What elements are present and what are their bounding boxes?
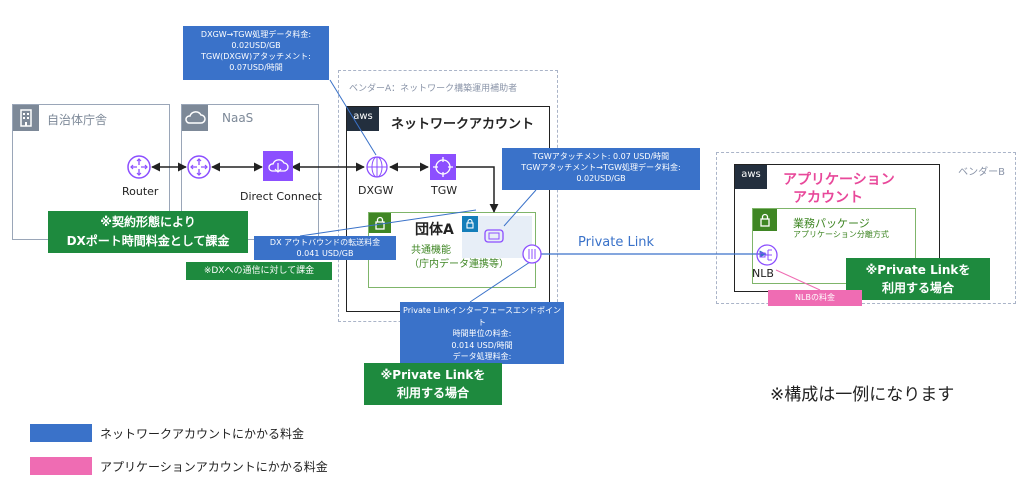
callout-privatelink-case-2-line2: 利用する場合 xyxy=(881,281,954,295)
direct-connect-icon xyxy=(263,151,293,181)
router-icon xyxy=(127,155,151,179)
callout-contract: ※契約形態により DXポート時間料金として課金 xyxy=(48,211,248,253)
app-account-group: aws アプリケーション アカウント xyxy=(734,164,940,292)
network-account-label: ネットワークアカウント xyxy=(391,117,535,132)
router-label: Router xyxy=(122,185,159,198)
gyomu-label-1: 業務パッケージ xyxy=(793,217,870,230)
callout-dx-comm-text: ※DXへの通信に対して課金 xyxy=(203,266,315,276)
pointer-dxgw xyxy=(329,79,377,156)
nlb-icon xyxy=(756,244,778,266)
private-link-label: Private Link xyxy=(578,235,655,250)
callout-dx-outbound: DX アウトバウンドの転送料金 0.041 USD/GB xyxy=(254,236,396,260)
building-icon xyxy=(13,105,39,131)
pointer-nlb xyxy=(775,269,821,291)
nlb-label: NLB xyxy=(752,267,774,280)
privatelink-endpoint-icon xyxy=(522,244,542,264)
callout-privatelink-case-1: ※Private Linkを 利用する場合 xyxy=(364,363,502,405)
callout-privatelink-case-2: ※Private Linkを 利用する場合 xyxy=(846,258,990,300)
app-account-label-1: アプリケーション xyxy=(783,172,895,188)
dantai-a-label: 団体A xyxy=(415,222,454,238)
jichitai-label: 自治体庁舎 xyxy=(47,113,108,127)
pointer-dx-out xyxy=(299,209,477,237)
callout-dx-outbound-line1: DX アウトバウンドの転送料金 xyxy=(269,238,381,247)
callout-dxgw-tgw: DXGW→TGW処理データ料金: 0.02USD/GB TGW(DXGW)アタッ… xyxy=(183,26,329,80)
callout-endpoint-line3: 0.014 USD/時間 xyxy=(451,340,513,350)
callout-privatelink-case-1-line2: 利用する場合 xyxy=(396,386,469,400)
callout-nlb-fee-text: NLBの料金 xyxy=(795,293,835,302)
callout-contract-line2: DXポート時間料金として課金 xyxy=(66,234,230,248)
gyomu-lock-icon xyxy=(753,209,777,231)
callout-endpoint-line1: Private Linkインターフェースエンドポイント xyxy=(403,306,561,327)
naas-label: NaaS xyxy=(222,111,254,125)
callout-endpoint-line2: 時間単位の料金: xyxy=(452,329,512,338)
dxgw-icon xyxy=(366,156,388,178)
callout-dxgw-tgw-line1: DXGW→TGW処理データ料金: xyxy=(200,30,312,39)
network-account-group: aws ネットワークアカウント xyxy=(346,106,550,312)
kyotsu-label-1: 共通機能 xyxy=(411,245,451,256)
callout-dx-comm: ※DXへの通信に対して課金 xyxy=(186,262,332,280)
vpc-lock-icon xyxy=(369,213,391,233)
callout-dxgw-tgw-line3: TGW(DXGW)アタッチメント: xyxy=(201,52,311,61)
callout-tgw-attachment-line1: TGWアタッチメント: 0.07 USD/時間 xyxy=(532,152,670,161)
pointer-endpoint xyxy=(469,261,531,303)
aws-logo-icon: aws xyxy=(347,107,379,131)
legend-pink-label: アプリケーションアカウントにかかる料金 xyxy=(100,460,328,474)
callout-tgw-attachment-line3: 0.02USD/GB xyxy=(576,174,626,183)
callout-dxgw-tgw-line2: 0.02USD/GB xyxy=(231,41,281,50)
dxgw-label: DXGW xyxy=(358,184,394,197)
callout-nlb-fee: NLBの料金 xyxy=(768,290,862,306)
callout-dxgw-tgw-line4: 0.07USD/時間 xyxy=(229,63,283,72)
vendor-b-label: ベンダーB xyxy=(958,167,1005,178)
direct-connect-label: Direct Connect xyxy=(240,190,322,203)
app-account-label-2: アカウント xyxy=(793,190,863,206)
legend-blue-label: ネットワークアカウントにかかる料金 xyxy=(100,427,305,441)
legend-pink-swatch xyxy=(30,457,92,475)
pointer-tgw-attach xyxy=(503,189,537,227)
naas-group: NaaS xyxy=(181,104,319,240)
aws-logo-icon-2: aws xyxy=(735,165,767,189)
aws-logo-text-2: aws xyxy=(741,169,761,180)
callout-endpoint-line4: データ処理料金: xyxy=(452,352,512,361)
callout-privatelink-case-2-line1: ※Private Linkを xyxy=(865,263,971,277)
callout-dx-outbound-line2: 0.041 USD/GB xyxy=(296,249,354,258)
tgw-label: TGW xyxy=(431,184,458,197)
vendor-a-label: ベンダーA：ネットワーク構築運用補助者 xyxy=(349,84,518,94)
endpoint-icon xyxy=(484,228,504,243)
callout-tgw-attachment: TGWアタッチメント: 0.07 USD/時間 TGWアタッチメント→TGW処理… xyxy=(502,148,700,190)
gyomu-label-2: アプリケーション分離方式 xyxy=(793,230,889,239)
cloud-icon xyxy=(182,105,208,131)
callout-privatelink-case-1-line1: ※Private Linkを xyxy=(380,368,486,382)
legend-blue-swatch xyxy=(30,424,92,442)
vendor-b-group: ベンダーB xyxy=(716,152,1016,304)
link-tgw-subnet xyxy=(456,166,499,213)
callout-endpoint: Private Linkインターフェースエンドポイント 時間単位の料金: 0.0… xyxy=(400,302,564,373)
kyotsu-label-2: （庁内データ連携等） xyxy=(409,259,509,270)
callout-contract-line1: ※契約形態により xyxy=(100,215,196,229)
aws-logo-text: aws xyxy=(353,111,373,122)
callout-tgw-attachment-line2: TGWアタッチメント→TGW処理データ料金: xyxy=(521,163,681,172)
example-note: ※構成は一例になります xyxy=(770,385,955,405)
naas-router-icon xyxy=(187,155,211,179)
tgw-icon xyxy=(430,154,456,180)
gyomu-group: 業務パッケージ アプリケーション分離方式 xyxy=(752,208,916,284)
subnet-lock-icon xyxy=(462,216,478,232)
